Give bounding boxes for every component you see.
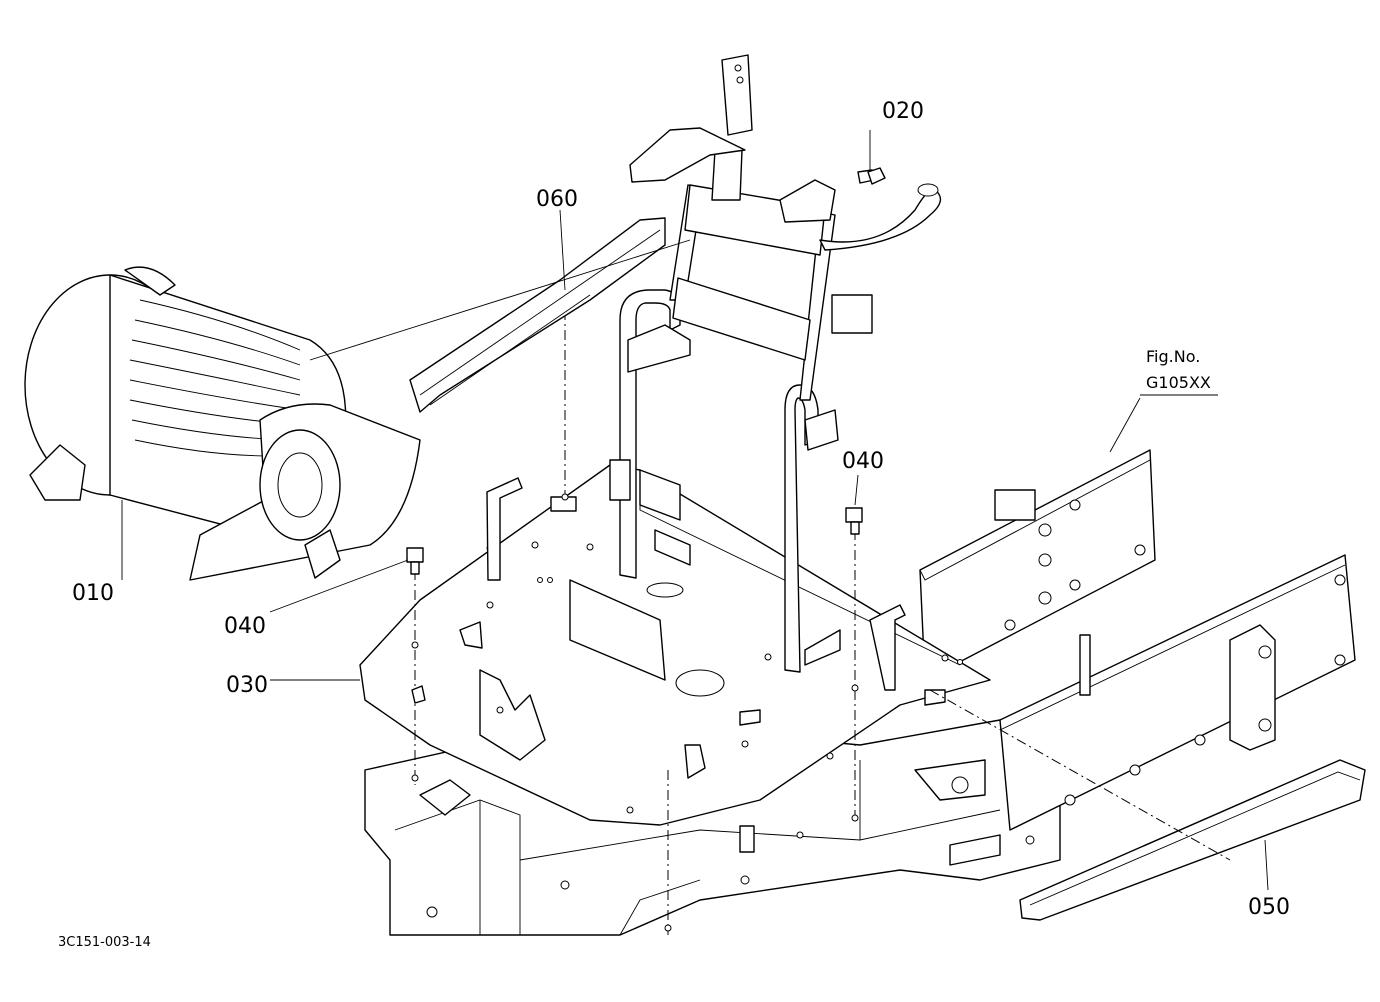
center-lines — [411, 310, 1231, 935]
part-010-air-cleaner — [24, 266, 421, 581]
seat-frame — [609, 54, 942, 673]
figure-label: Fig.No. — [1146, 347, 1200, 366]
callout-050: 050 — [1248, 895, 1290, 920]
side-frame-rails — [914, 449, 1356, 866]
callout-010: 010 — [72, 581, 114, 606]
part-050-trim-bar — [1019, 759, 1366, 921]
bolt-040-left — [406, 547, 424, 575]
callout-030: 030 — [226, 673, 268, 698]
part-030-floor-plate — [359, 464, 991, 826]
callout-060: 060 — [536, 187, 578, 212]
bolt-020 — [867, 167, 886, 185]
leader-lines — [121, 130, 1269, 891]
drawing-number: 3C151-003-14 — [58, 935, 151, 950]
callout-020: 020 — [882, 99, 924, 124]
callout-040-right: 040 — [842, 449, 884, 474]
figure-number: G105XX — [1146, 373, 1211, 392]
bolt-040-right — [845, 507, 863, 535]
callout-labels: 010 020 030 040 040 050 060 Fig.No. G105… — [58, 99, 1290, 950]
callout-040-left: 040 — [224, 614, 266, 639]
part-060-cover-rail — [409, 217, 666, 413]
